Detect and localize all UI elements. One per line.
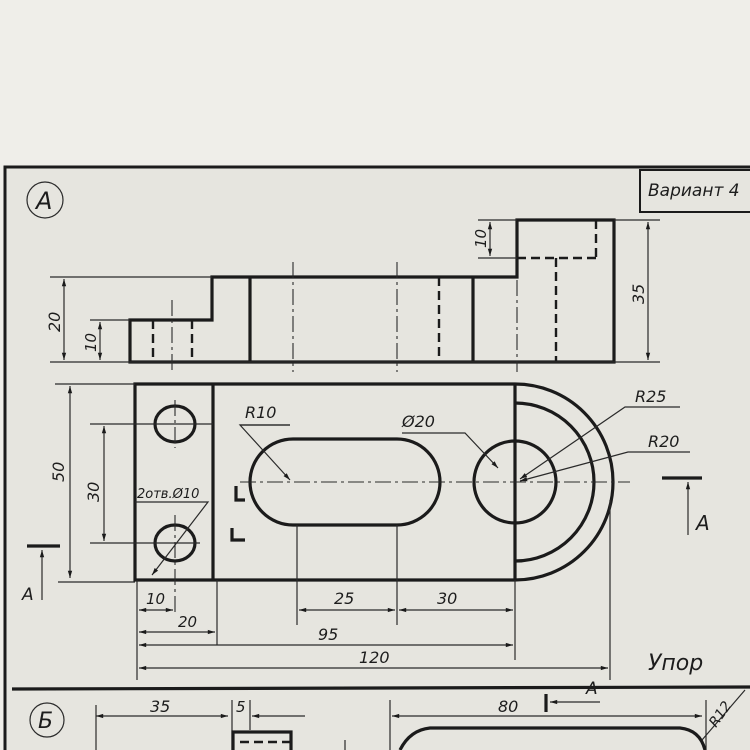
dim-top-50: 50 — [49, 462, 68, 482]
view-b-label: Б — [38, 709, 53, 734]
section-label-right: А — [694, 511, 710, 535]
dim-front-10-top: 10 — [472, 229, 490, 248]
dim-b-80: 80 — [498, 697, 518, 716]
dim-r10: R10 — [245, 403, 276, 422]
top-view — [27, 382, 702, 680]
dim-x-25: 25 — [334, 589, 354, 608]
part-name: Упор — [648, 651, 703, 676]
paper-sheet — [3, 165, 750, 750]
dim-front-10-left: 10 — [82, 333, 100, 352]
dim-top-30: 30 — [84, 482, 103, 502]
dim-r20: R20 — [648, 432, 679, 451]
dim-x-20: 20 — [178, 613, 197, 631]
section-divider — [11, 685, 750, 691]
dim-x-10: 10 — [146, 590, 165, 608]
dim-x-30: 30 — [437, 589, 457, 608]
dim-d20: Ø20 — [401, 412, 435, 431]
dim-r25: R25 — [635, 387, 666, 406]
view-b — [29, 689, 746, 750]
section-label-left: А — [21, 585, 34, 605]
dim-b-5: 5 — [236, 698, 246, 716]
dim-b-35: 35 — [150, 697, 170, 716]
dim-x-95: 95 — [318, 625, 338, 644]
variant-box — [639, 169, 750, 213]
front-view — [50, 218, 660, 372]
section-label-b: А — [585, 679, 598, 699]
dim-x-120: 120 — [359, 648, 390, 667]
dim-front-35: 35 — [629, 284, 648, 304]
dim-front-20: 20 — [45, 312, 64, 332]
view-a-circle — [26, 181, 64, 219]
variant-label: Вариант 4 — [648, 181, 740, 201]
view-a-label: А — [34, 187, 52, 215]
holes-note: 2отв.Ø10 — [137, 487, 199, 502]
